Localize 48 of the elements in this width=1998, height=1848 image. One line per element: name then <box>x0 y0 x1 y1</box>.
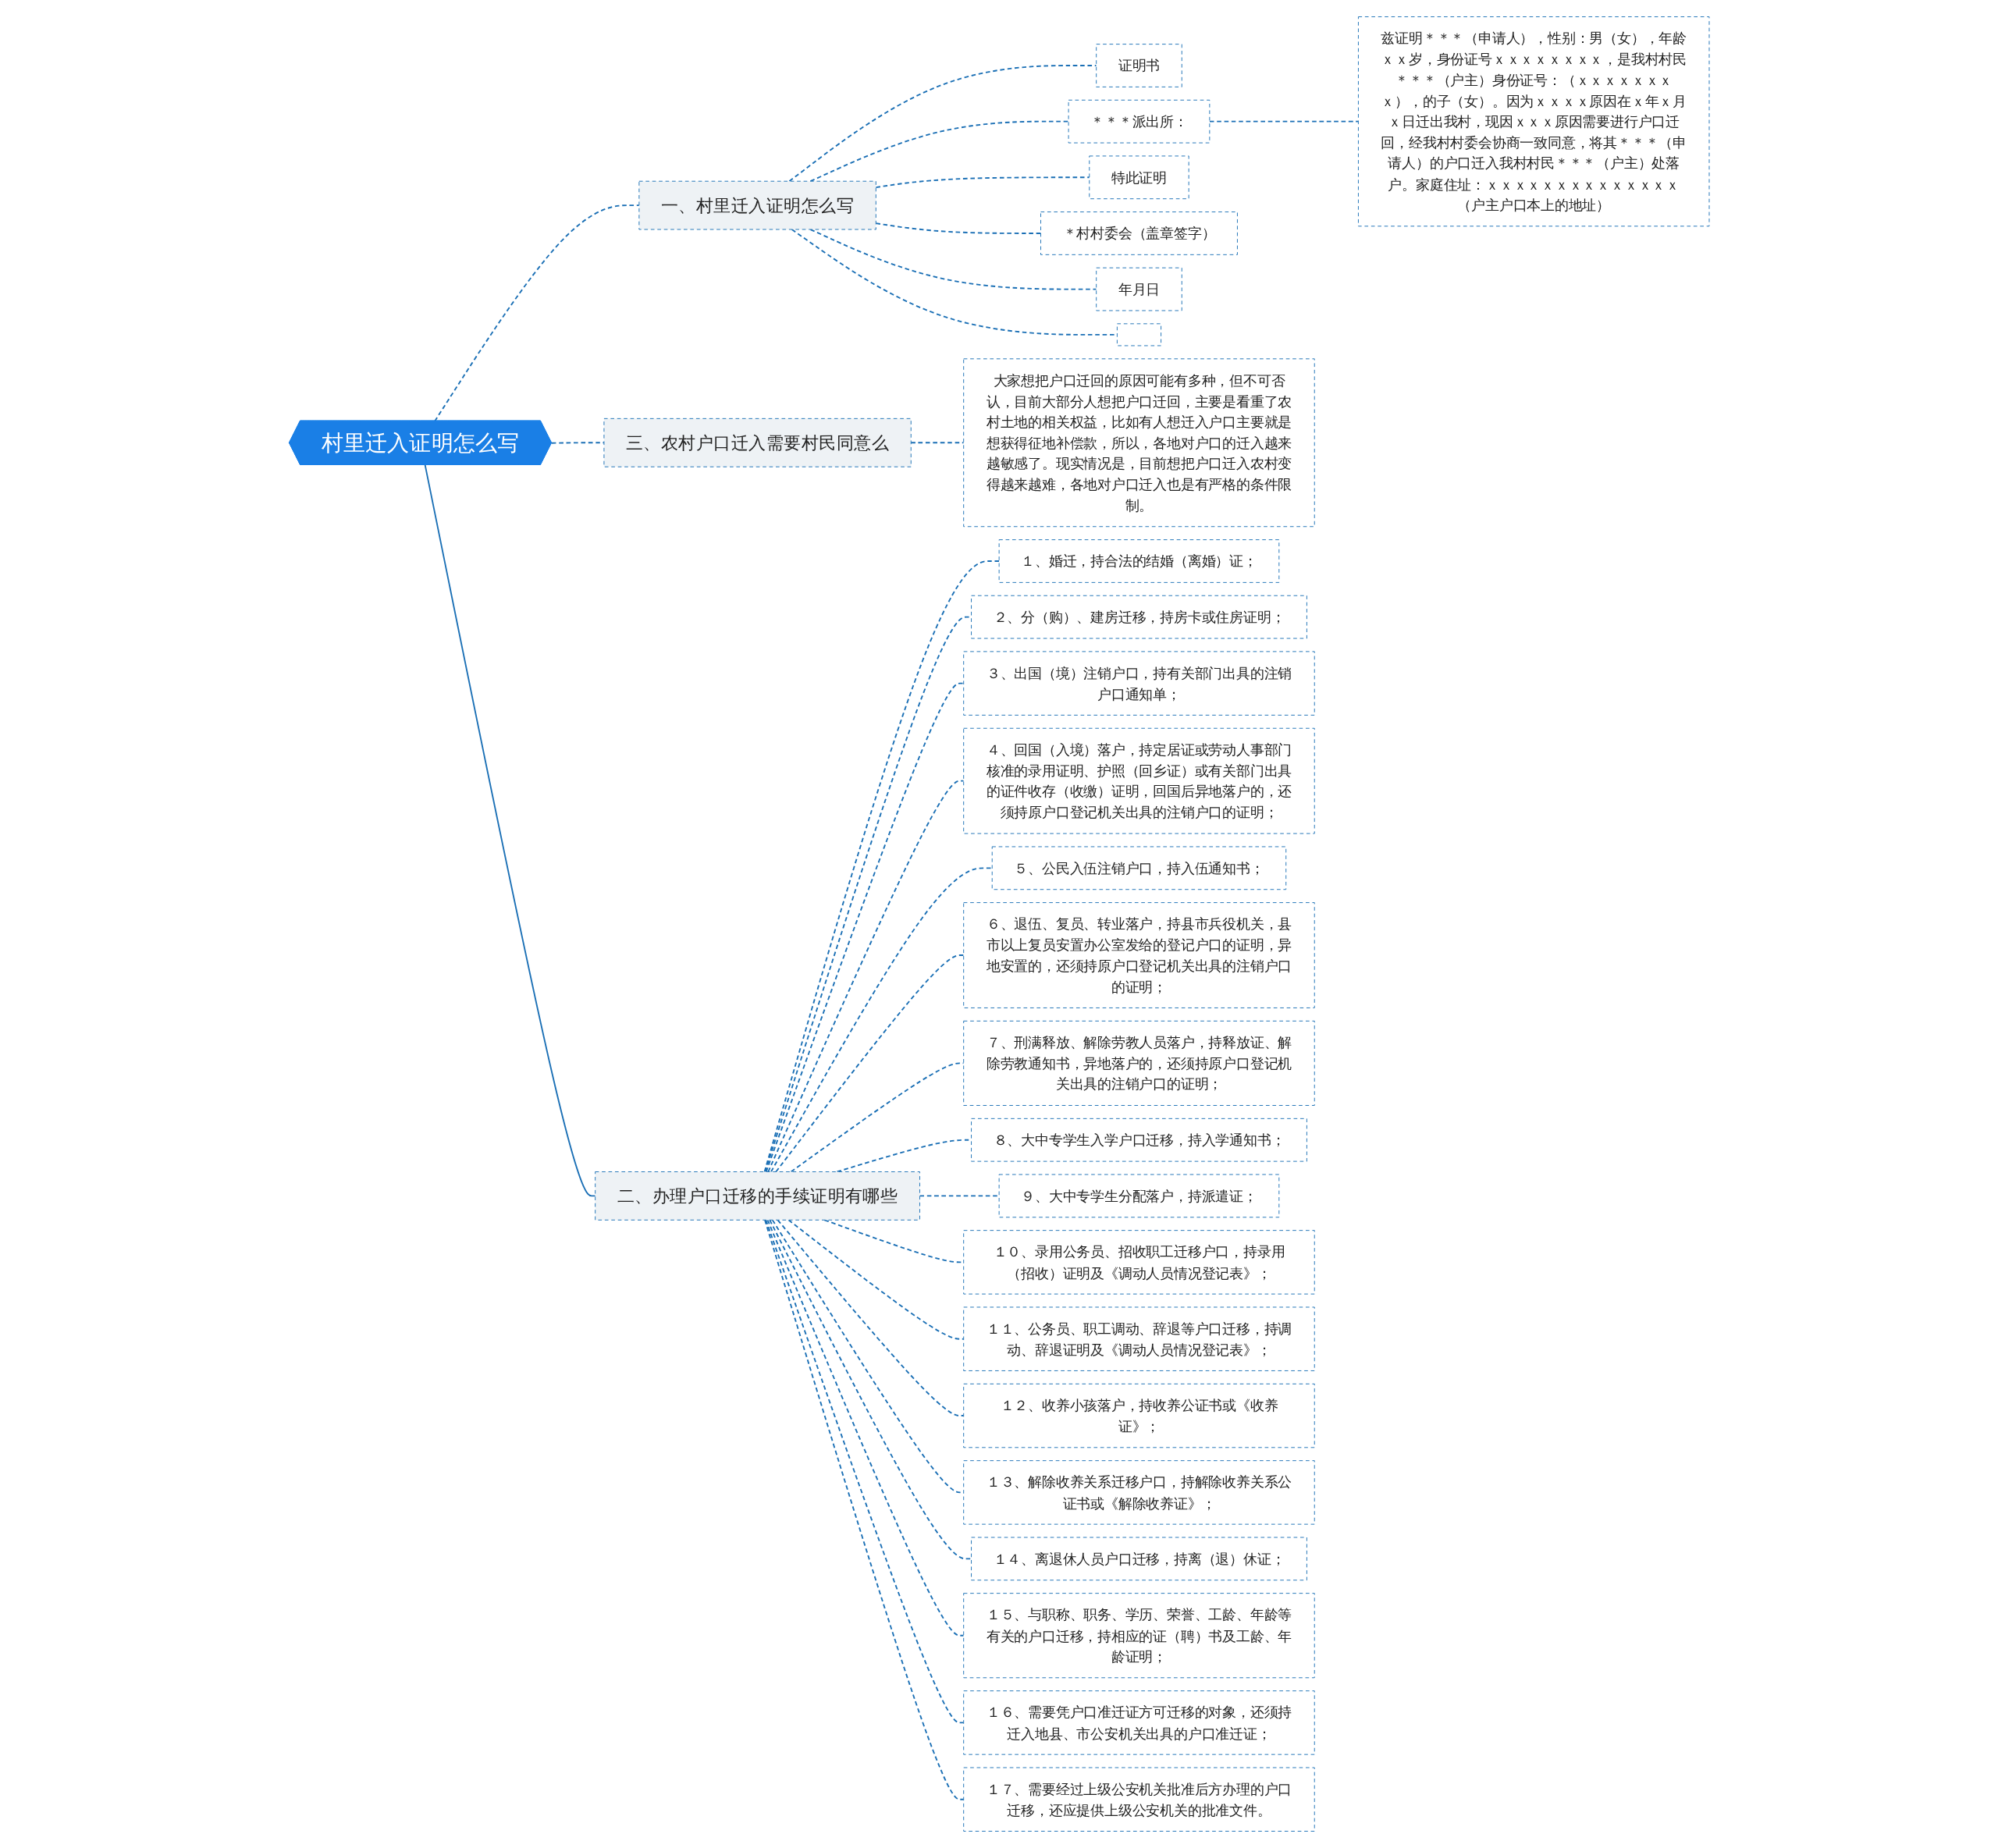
connector <box>771 1219 965 1494</box>
connector <box>424 464 596 1197</box>
connector <box>809 120 1069 183</box>
connector <box>433 204 640 422</box>
connector <box>763 560 1000 1173</box>
connector <box>770 867 993 1173</box>
node-box <box>1095 44 1182 87</box>
node-box <box>963 1383 1315 1448</box>
connector <box>809 229 1097 290</box>
connector <box>777 1219 965 1416</box>
connector <box>910 442 965 444</box>
connector <box>767 780 965 1173</box>
node-box <box>991 846 1286 890</box>
node-box <box>963 1306 1315 1371</box>
node-box <box>998 539 1280 583</box>
node-box <box>963 1593 1315 1679</box>
node-box <box>1357 16 1710 227</box>
connector <box>919 1195 1000 1197</box>
node-box <box>1068 99 1211 144</box>
node-box <box>970 1118 1307 1162</box>
connector <box>787 1219 965 1340</box>
connector <box>875 176 1090 189</box>
node-box <box>1095 267 1182 311</box>
node-box <box>970 595 1307 639</box>
node-box <box>594 1171 920 1221</box>
node-box <box>970 1537 1307 1581</box>
connector <box>766 1219 965 1637</box>
node-box <box>963 1460 1315 1525</box>
node-box <box>963 1020 1315 1106</box>
node-box <box>963 1767 1315 1832</box>
connector <box>875 222 1042 234</box>
node-box <box>1116 323 1161 346</box>
node-box <box>963 902 1315 1008</box>
node-box <box>963 358 1315 528</box>
connector <box>1208 120 1360 123</box>
connector <box>769 1219 972 1560</box>
node-box <box>963 1230 1315 1295</box>
node-box <box>1040 211 1238 255</box>
node-box <box>963 1690 1315 1755</box>
node-box <box>963 727 1315 834</box>
connector <box>765 682 965 1173</box>
connector <box>788 65 1097 183</box>
node-box <box>963 651 1315 716</box>
connector <box>775 954 965 1173</box>
node-box <box>638 180 876 230</box>
node-box <box>1089 155 1189 200</box>
node-box <box>603 418 912 467</box>
node-box <box>998 1174 1280 1218</box>
